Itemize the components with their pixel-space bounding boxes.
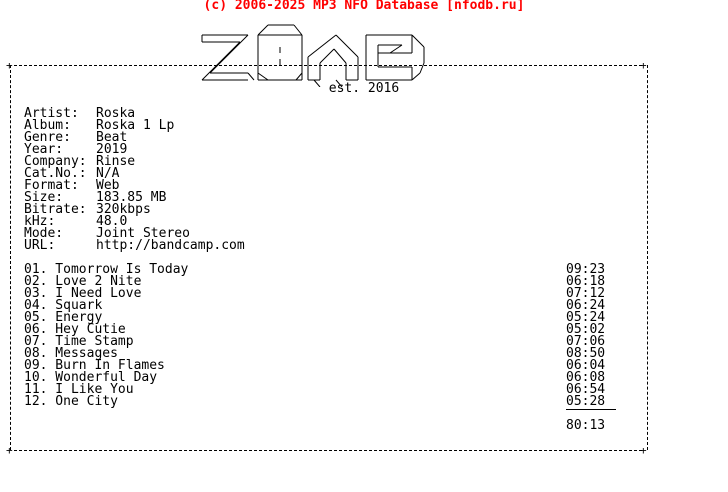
info-row: Format: Web (24, 178, 245, 193)
info-row: Company: Rinse (24, 154, 245, 169)
track-row: 07. Time Stamp 07:06 (24, 334, 614, 349)
info-label: Company: (24, 154, 87, 169)
track-duration: 06:08 (566, 370, 606, 385)
info-value: Roska 1 Lp (96, 118, 175, 133)
corner-top-right: + (640, 59, 647, 72)
info-value: N/A (96, 166, 120, 181)
track-row: 11. I Like You 06:54 (24, 382, 614, 397)
info-value: 320kbps (96, 202, 151, 217)
info-value: 2019 (96, 142, 128, 157)
info-value: Joint Stereo (96, 226, 190, 241)
track-row: 03. I Need Love 07:12 (24, 286, 614, 301)
info-label: Album: (24, 118, 71, 133)
track-duration: 06:18 (566, 274, 606, 289)
track-row: 09. Burn In Flames 06:04 (24, 358, 614, 373)
track-duration: 05:24 (566, 310, 606, 325)
info-row: kHz: 48.0 (24, 214, 245, 229)
track-row: 04. Squark 06:24 (24, 298, 614, 313)
track-title: 04. Squark (24, 298, 103, 313)
info-label: Year: (24, 142, 64, 157)
info-label: kHz: (24, 214, 56, 229)
track-title: 06. Hey Cutie (24, 322, 126, 337)
nfodb-header-title: (c) 2006-2025 MP3 NFO Database [nfodb.ru… (203, 0, 525, 13)
info-value: http://bandcamp.com (96, 238, 245, 253)
info-value: Rinse (96, 154, 136, 169)
nfo-frame (10, 65, 648, 450)
info-label: Artist: (24, 106, 79, 121)
info-label: URL: (24, 238, 56, 253)
track-duration: 09:23 (566, 262, 606, 277)
info-label: Mode: (24, 226, 64, 241)
track-duration: 07:12 (566, 286, 606, 301)
logo-est-text: est. 2016 (328, 81, 400, 96)
total-duration: 80:13 (566, 418, 606, 433)
zone-ascii-logo-icon (201, 24, 425, 87)
track-title: 01. Tomorrow Is Today (24, 262, 189, 277)
info-value: Web (96, 178, 120, 193)
track-title: 02. Love 2 Nite (24, 274, 142, 289)
info-row: Bitrate: 320kbps (24, 202, 245, 217)
track-row: 01. Tomorrow Is Today 09:23 (24, 262, 614, 277)
track-duration: 05:02 (566, 322, 606, 337)
track-title: 07. Time Stamp (24, 334, 134, 349)
info-row: Artist: Roska (24, 106, 245, 121)
track-duration: 07:06 (566, 334, 606, 349)
track-row: 02. Love 2 Nite 06:18 (24, 274, 614, 289)
track-duration: 06:04 (566, 358, 606, 373)
info-value: Beat (96, 130, 128, 145)
info-label: Bitrate: (24, 202, 87, 217)
track-title: 03. I Need Love (24, 286, 142, 301)
info-value: 183.85 MB (96, 190, 167, 205)
info-label: Size: (24, 190, 64, 205)
zone-logo (196, 15, 461, 87)
track-row: 12. One City 05:28 (24, 394, 614, 409)
info-label: Format: (24, 178, 79, 193)
total-separator (566, 409, 616, 410)
info-label: Cat.No.: (24, 166, 87, 181)
info-row: Year: 2019 (24, 142, 245, 157)
info-value: 48.0 (96, 214, 128, 229)
corner-top-left: + (6, 59, 13, 72)
track-title: 11. I Like You (24, 382, 134, 397)
track-title: 05. Energy (24, 310, 103, 325)
frame-top-border (14, 65, 642, 66)
track-title: 10. Wonderful Day (24, 370, 158, 385)
track-duration: 06:54 (566, 382, 606, 397)
track-duration: 06:24 (566, 298, 606, 313)
info-row: Mode: Joint Stereo (24, 226, 245, 241)
info-row: Size: 183.85 MB (24, 190, 245, 205)
info-value: Roska (96, 106, 136, 121)
track-row: 08. Messages 08:50 (24, 346, 614, 361)
frame-bottom-border (14, 450, 642, 451)
info-row: Genre: Beat (24, 130, 245, 145)
corner-bottom-right: + (640, 444, 647, 457)
track-title: 08. Messages (24, 346, 118, 361)
corner-bottom-left: + (6, 444, 13, 457)
info-row: Album: Roska 1 Lp (24, 118, 245, 133)
track-title: 12. One City (24, 394, 118, 409)
track-duration: 08:50 (566, 346, 606, 361)
info-row: URL: http://bandcamp.com (24, 238, 245, 253)
track-duration: 05:28 (566, 394, 606, 409)
track-title: 09. Burn In Flames (24, 358, 165, 373)
info-row: Cat.No.: N/A (24, 166, 245, 181)
track-row: 05. Energy 05:24 (24, 310, 614, 325)
info-label: Genre: (24, 130, 71, 145)
track-row: 10. Wonderful Day 06:08 (24, 370, 614, 385)
track-row: 06. Hey Cutie 05:02 (24, 322, 614, 337)
